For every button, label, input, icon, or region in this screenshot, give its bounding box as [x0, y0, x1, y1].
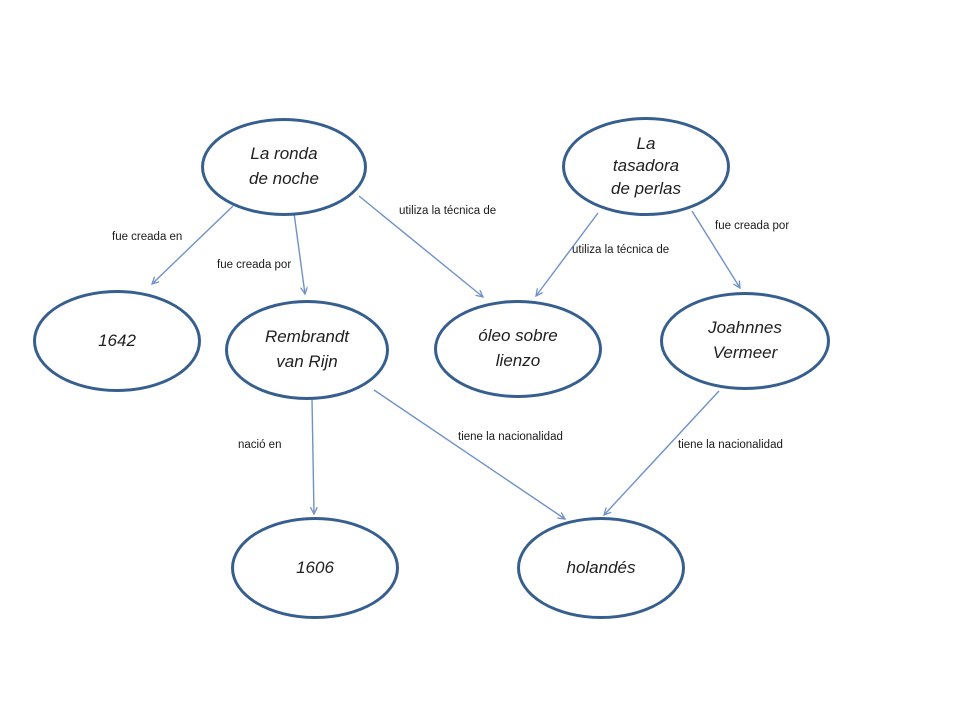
- node-1642-label: 1642: [98, 330, 136, 350]
- edge-line-ronda-rembrandt: [293, 212, 305, 294]
- node-la-ronda-de-noche[interactable]: La ronda de noche: [201, 118, 367, 216]
- edge-label-utiliza-la-tecnica-de-top: utiliza la técnica de: [399, 205, 497, 217]
- node-holandes-label: holandés: [566, 557, 636, 577]
- edge-label-fue-creada-en: fue creada en: [112, 231, 183, 243]
- node-la-tasadora-de-perlas[interactable]: La tasadora de perlas: [562, 117, 730, 216]
- edge-line-ronda-oleo: [358, 195, 483, 297]
- edge-line-rembrandt-holandes: [373, 389, 565, 519]
- edge-label-tiene-la-nacionalidad-right: tiene la nacionalidad: [678, 439, 783, 451]
- node-la-tasadora-de-perlas-label: La tasadora de perlas: [611, 134, 681, 198]
- node-holandes[interactable]: holandés: [517, 517, 685, 619]
- edge-line-tasadora-oleo: [536, 212, 599, 296]
- node-rembrandt-van-rijn[interactable]: Rembrandt van Rijn: [225, 300, 389, 400]
- edge-line-ronda-1642: [152, 205, 234, 284]
- edge-line-rembrandt-1606: [312, 398, 314, 514]
- node-1642[interactable]: 1642: [33, 290, 201, 392]
- node-1606-label: 1606: [296, 557, 334, 577]
- edge-label-nacio-en: nació en: [238, 439, 282, 451]
- edge-label-fue-creada-por-right: fue creada por: [715, 220, 790, 232]
- edge-label-tiene-la-nacionalidad-mid: tiene la nacionalidad: [458, 431, 563, 443]
- node-oleo-sobre-lienzo-label: óleo sobre lienzo: [478, 326, 558, 370]
- node-1606[interactable]: 1606: [231, 517, 399, 619]
- node-rembrandt-van-rijn-label: Rembrandt van Rijn: [264, 327, 350, 371]
- edge-label-utiliza-la-tecnica-de-mid: utiliza la técnica de: [572, 244, 670, 256]
- node-oleo-sobre-lienzo[interactable]: óleo sobre lienzo: [434, 300, 602, 398]
- node-la-ronda-de-noche-label: La ronda de noche: [249, 144, 319, 188]
- node-joahnnes-vermeer[interactable]: Joahnnes Vermeer: [660, 292, 830, 390]
- edge-label-fue-creada-por-left: fue creada por: [217, 259, 292, 271]
- edge-line-tasadora-vermeer: [691, 210, 740, 288]
- node-joahnnes-vermeer-label: Joahnnes Vermeer: [708, 318, 782, 362]
- edge-line-vermeer-holandes: [604, 390, 720, 515]
